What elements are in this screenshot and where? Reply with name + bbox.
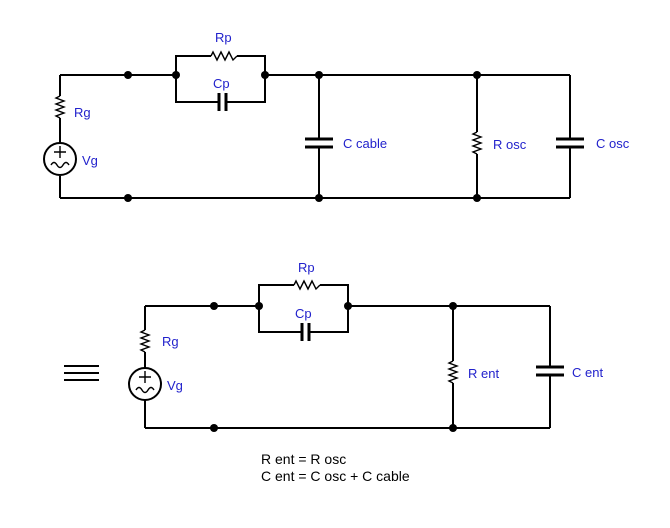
top-rp-wire-right [237, 55, 266, 75]
bottom-parallel-left [258, 306, 296, 333]
top-rg-resistor [54, 95, 66, 119]
equivalence-symbol [64, 365, 99, 381]
top-cosc-label: C osc [596, 136, 630, 151]
top-rg-label: Rg [74, 105, 91, 120]
top-rp-resistor [210, 50, 238, 62]
bottom-rent-resistor [447, 360, 459, 384]
top-vg-wave-icon [50, 161, 70, 169]
bottom-vg-plus-icon [139, 371, 151, 383]
top-node-dot [473, 71, 481, 79]
bottom-rent-label: R ent [468, 366, 499, 381]
top-rp-label: Rp [215, 30, 232, 45]
bottom-circuit: Rp Cp Rg Vg R ent C ent [128, 260, 603, 432]
bottom-vg-source-icon [128, 367, 162, 401]
top-node-dot [315, 194, 323, 202]
bottom-cp-label: Cp [295, 306, 312, 321]
top-parallel-left [175, 75, 213, 103]
bottom-node-dot [210, 302, 218, 310]
bottom-rg-resistor [139, 329, 151, 353]
bottom-rp-label: Rp [298, 260, 315, 275]
top-vg-source-icon [43, 142, 77, 176]
top-circuit: Rp Cp Rg Vg C cable R osc C osc [43, 30, 630, 202]
bottom-rp-resistor [293, 279, 321, 291]
top-cp-label: Cp [213, 76, 230, 91]
top-node-dot [124, 71, 132, 79]
top-node-dot [261, 71, 269, 79]
top-vg-label: Vg [82, 153, 98, 168]
bottom-rg-label: Rg [162, 334, 179, 349]
bottom-vg-label: Vg [167, 378, 183, 393]
top-node-dot [172, 71, 180, 79]
bottom-node-dot [449, 424, 457, 432]
top-rp-wire-left [175, 55, 211, 75]
bottom-rp-wire-right [320, 284, 349, 306]
top-vg-plus-icon [54, 146, 66, 158]
top-node-dot [124, 194, 132, 202]
bottom-rp-wire-left [258, 284, 294, 306]
top-ccable-label: C cable [343, 136, 387, 151]
equation-r-ent: R ent = R osc [261, 451, 346, 467]
top-rosc-resistor [471, 131, 483, 155]
bottom-parallel-right [311, 306, 349, 333]
top-node-dot [473, 194, 481, 202]
bottom-cent-label: C ent [572, 365, 603, 380]
bottom-node-dot [449, 302, 457, 310]
top-rosc-label: R osc [493, 137, 527, 152]
top-parallel-right [228, 75, 266, 103]
equation-c-ent: C ent = C osc + C cable [261, 468, 410, 484]
bottom-vg-wave-icon [135, 386, 155, 394]
bottom-node-dot [344, 302, 352, 310]
top-node-dot [315, 71, 323, 79]
bottom-node-dot [210, 424, 218, 432]
bottom-node-dot [255, 302, 263, 310]
